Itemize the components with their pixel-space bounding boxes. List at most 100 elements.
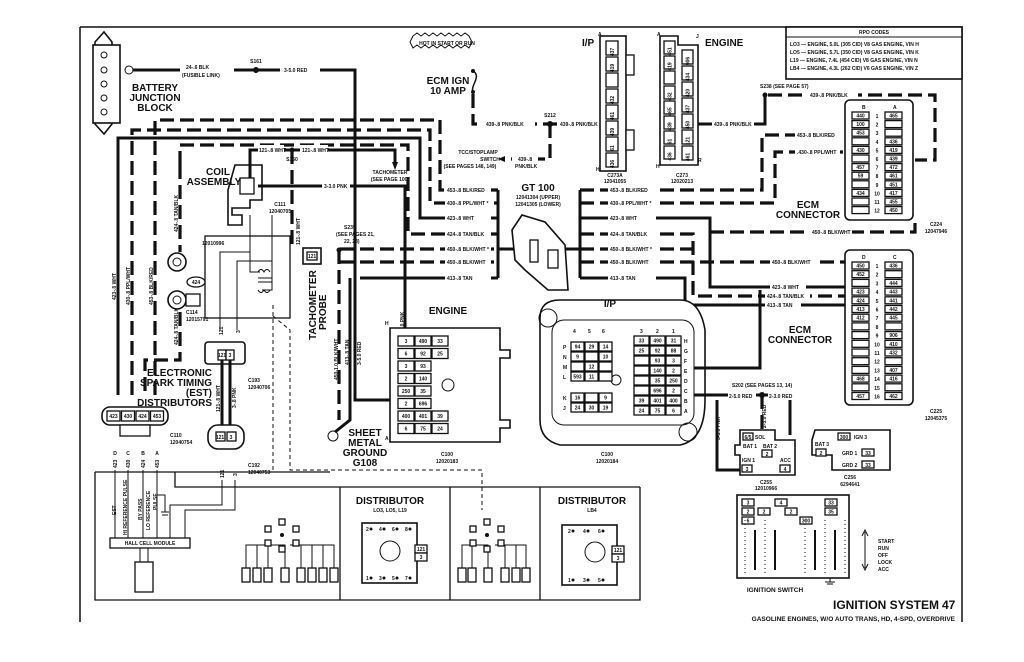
pin-cavity [665, 395, 682, 406]
distributor-sub: LB4 [587, 508, 597, 514]
gt100-part: 12041305 (LOWER) [515, 202, 561, 208]
pin-cavity [741, 516, 755, 525]
pin-label: 61 [610, 145, 616, 151]
pin-cavity [397, 410, 415, 422]
pin-label: 453 [856, 131, 865, 137]
ecm-label: CONNECTOR [776, 210, 841, 221]
wire-label: 450-.8 BLK/WHT [772, 260, 811, 266]
splice-label: S238 (SEE PAGE 57) [760, 84, 809, 90]
distributor-panels [94, 471, 641, 601]
hall-label: BY PASS [138, 498, 144, 520]
switch-position-label: RUN [878, 546, 889, 552]
wire-label: 424-.8 TAN/BLK [447, 232, 485, 238]
connector-name: C273 [676, 173, 688, 179]
wire-label: 439-.8 PNK/BLK [486, 122, 524, 128]
pin-cavity [570, 341, 585, 352]
pin-label: 33 [639, 339, 645, 345]
column-letter: A [893, 105, 897, 111]
connector-name: C100 [441, 452, 453, 458]
rpo-codes-box: RPO CODES LO3 — ENGINE, 5.0L (305 CID) V… [785, 26, 963, 80]
pin-label: IGN 3 [854, 435, 867, 441]
pin-label: 430 [124, 414, 133, 420]
pin-cavity [633, 395, 650, 406]
pin-cavity [884, 145, 903, 155]
pin-label: 407 [889, 368, 898, 374]
pin-label: 121 [218, 353, 227, 359]
ignition-switch-label: IGNITION SWITCH [747, 587, 804, 594]
pin-cavity [884, 205, 903, 215]
pin-label: 450 [889, 208, 898, 214]
row-number: 9 [876, 183, 879, 189]
fuse-label: ECM IGN [427, 76, 470, 87]
pin-cavity [851, 145, 870, 155]
pin-label: 1 [568, 578, 571, 584]
connector-part: 12020213 [671, 179, 693, 185]
pin-cavity [605, 72, 619, 88]
pin-label: 2 [747, 510, 750, 516]
pin-cavity [414, 372, 432, 385]
pin-label: 437 [686, 105, 692, 114]
pin-label: 121 [216, 435, 225, 441]
tachometer-probe: 121 TACHOMETER PROBE [302, 247, 329, 340]
pin-label: 11 [589, 375, 595, 381]
pin-cavity [649, 385, 666, 396]
pin-cavity [414, 397, 432, 410]
pin-cavity [851, 180, 870, 189]
pin-cavity [851, 322, 870, 331]
pin-label: 3 [229, 353, 232, 359]
wire-label: PNK/BLK [515, 164, 538, 170]
column-number: 6 [602, 329, 605, 335]
column-letter: B [862, 105, 866, 111]
wire-label: 450-.8 BLK/WHT [610, 260, 649, 266]
pin-label: 424 [138, 414, 147, 420]
spark-plug-schematic [457, 518, 531, 583]
pin-letter: P [563, 345, 567, 351]
connector-name: C256 [844, 475, 856, 481]
wire-label: 450-.8 BLK/WHT [812, 230, 851, 236]
pin-label: 61 [668, 139, 674, 145]
pin-cavity [851, 205, 870, 215]
pin-label: 430 [126, 459, 132, 468]
hall-label: LO REFERENCE [146, 490, 152, 530]
pin-cavity [884, 197, 903, 206]
pin-label: 92 [655, 349, 661, 355]
pin-cavity [665, 365, 682, 376]
ecm-label: ECM [797, 200, 819, 211]
wire-label: 2-5.0 RED [729, 394, 753, 400]
pin-label: 121 [417, 547, 426, 553]
connector-part: 12040753 [248, 470, 270, 476]
pin-letter: E [684, 369, 688, 375]
fuse-label: 10 AMP [430, 86, 466, 97]
wire-label: 424-.8 TAN/BLK [174, 307, 180, 345]
wire-label: 439-.8 PNK/BLK [810, 93, 848, 99]
pin-cavity [584, 392, 599, 403]
distributor-sub: LO3, LO5, L19 [373, 508, 407, 514]
pin-cavity [135, 410, 150, 422]
battery-label: JUNCTION [129, 93, 180, 104]
coil-label: COIL [206, 167, 230, 178]
connector-part: 12020184 [596, 459, 618, 465]
pin-cavity [799, 516, 813, 525]
pin-label: GRD 2 [842, 463, 858, 469]
wire-label: 3-.8 PNK [232, 387, 238, 408]
row-number: 7 [876, 166, 879, 172]
pin-cavity [851, 137, 870, 146]
pin-cavity [431, 410, 449, 422]
pin-label: 2 [672, 369, 675, 375]
pin-cavity [397, 385, 415, 397]
pin-label: 35 [420, 389, 426, 395]
distributor-title: DISTRIBUTOR [356, 496, 425, 507]
wire-label: 2-3.0 RED [762, 404, 768, 428]
splice-label: 22, 23) [344, 239, 360, 245]
pin-cavity [851, 111, 870, 120]
pin-letter: J [696, 34, 699, 40]
pin-letter: B [141, 451, 145, 457]
splice-label: S160 [286, 157, 298, 163]
pin-label: 121 [614, 548, 623, 554]
row-number: 8 [876, 325, 879, 331]
pin-cavity [633, 365, 650, 376]
pin-label: 472 [889, 165, 898, 171]
